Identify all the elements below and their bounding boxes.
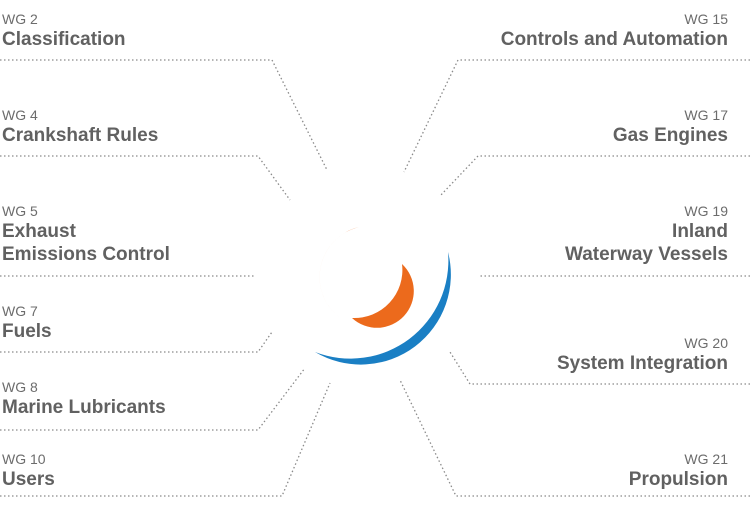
working-group-wg15[interactable]: WG 15 Controls and Automation xyxy=(501,10,728,51)
outer-arc-right-main xyxy=(318,197,476,371)
working-group-wg7[interactable]: WG 7 Fuels xyxy=(2,302,52,343)
working-group-wg4[interactable]: WG 4 Crankshaft Rules xyxy=(2,106,158,147)
wg-code: WG 17 xyxy=(684,107,728,123)
inner-arc-right xyxy=(352,264,414,328)
wg-name: System Integration xyxy=(556,353,728,374)
wg-code: WG 21 xyxy=(684,451,728,467)
connector-wg17 xyxy=(439,155,750,197)
wg-code: WG 10 xyxy=(2,451,46,467)
working-group-wg5[interactable]: WG 5 Exhaust Emissions Control xyxy=(2,202,170,266)
working-group-wg10[interactable]: WG 10 Users xyxy=(2,450,55,491)
connector-wg2 xyxy=(0,59,328,171)
wg-name: Users xyxy=(2,469,55,490)
wg-code: WG 8 xyxy=(2,379,38,395)
wg-code: WG 20 xyxy=(684,335,728,351)
connector-wg4 xyxy=(0,155,291,201)
wg-name: Gas Engines xyxy=(612,125,728,146)
working-group-wg17[interactable]: WG 17 Gas Engines xyxy=(613,106,728,147)
outer-arc-right xyxy=(315,252,451,365)
wg-name: Classification xyxy=(2,29,126,50)
connector-lines xyxy=(0,59,750,497)
wg-name: Exhaust Emissions Control xyxy=(2,221,170,265)
wg-name: Crankshaft Rules xyxy=(2,125,159,146)
working-group-wg2[interactable]: WG 2 Classification xyxy=(2,10,126,51)
wg-code: WG 7 xyxy=(2,303,38,319)
working-group-wg8[interactable]: WG 8 Marine Lubricants xyxy=(2,378,166,419)
connector-wg15 xyxy=(403,59,750,173)
wg-name: Controls and Automation xyxy=(500,29,728,50)
center-logo xyxy=(269,168,476,371)
wg-name: Inland Waterway Vessels xyxy=(564,221,728,265)
working-group-wg19[interactable]: WG 19 Inland Waterway Vessels xyxy=(565,202,728,266)
wg-code: WG 5 xyxy=(2,203,38,219)
working-group-wg20[interactable]: WG 20 System Integration xyxy=(557,334,728,375)
working-group-wg21[interactable]: WG 21 Propulsion xyxy=(629,450,728,491)
wg-code: WG 19 xyxy=(684,203,728,219)
wg-name: Fuels xyxy=(2,321,52,342)
outer-arc-left xyxy=(269,168,438,356)
wg-code: WG 4 xyxy=(2,107,38,123)
wg-code: WG 2 xyxy=(2,11,38,27)
connector-wg20 xyxy=(449,351,750,385)
wg-name: Propulsion xyxy=(628,469,728,490)
wg-code: WG 15 xyxy=(684,11,728,27)
wg-name: Marine Lubricants xyxy=(2,397,166,418)
